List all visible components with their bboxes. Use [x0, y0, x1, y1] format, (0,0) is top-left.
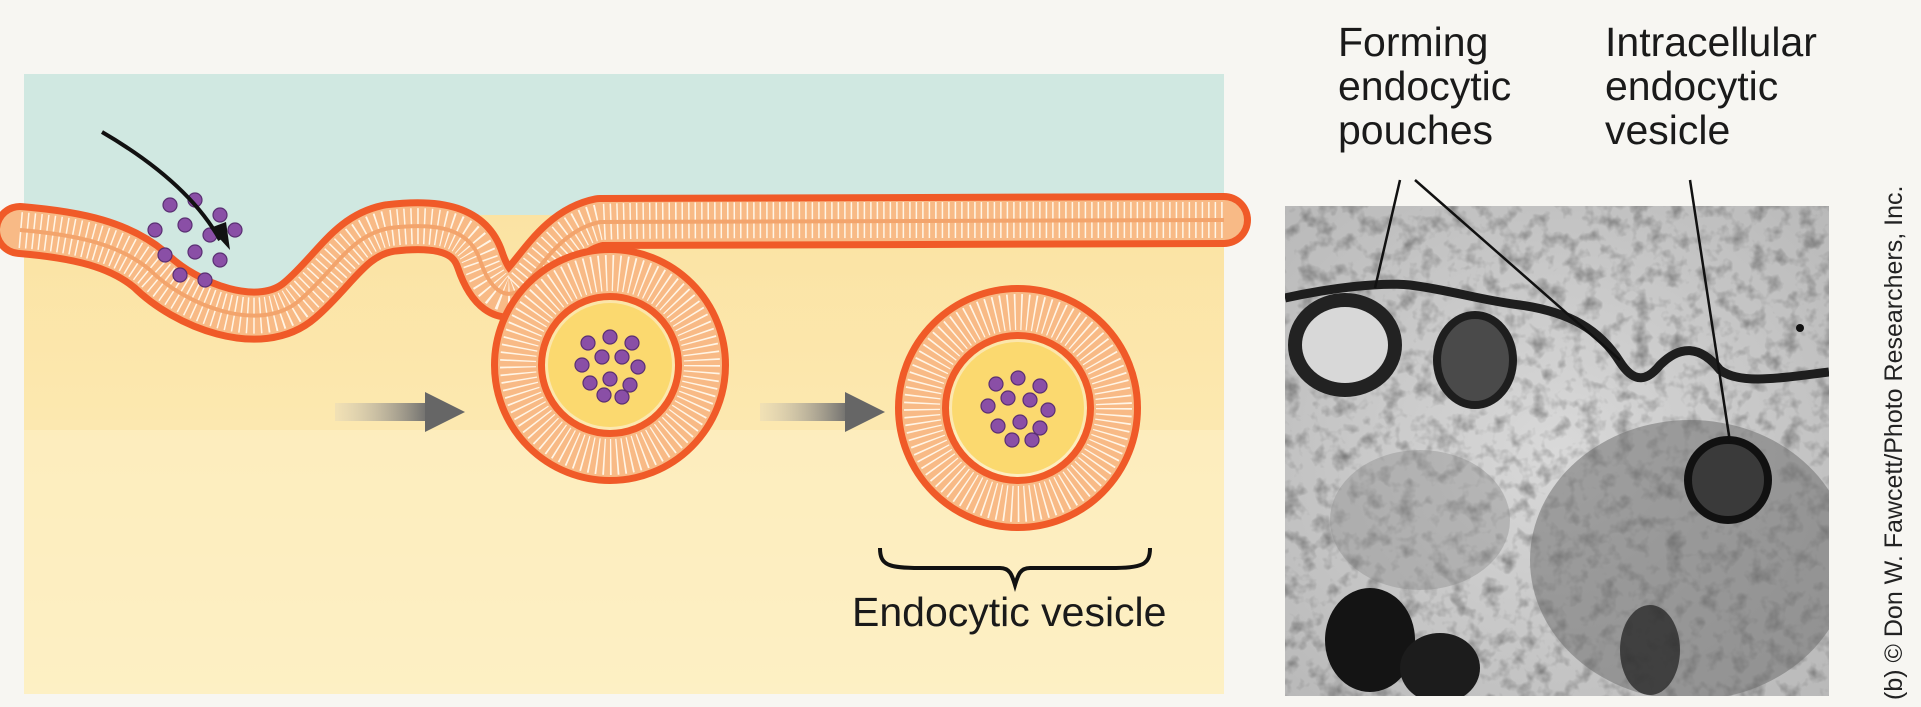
particle	[989, 377, 1003, 391]
particle	[1041, 403, 1055, 417]
particle	[1001, 391, 1015, 405]
particle	[163, 198, 177, 212]
forming-pouch-2	[1437, 315, 1513, 405]
particle	[981, 399, 995, 413]
particle	[148, 223, 162, 237]
electron-micrograph	[1285, 206, 1850, 703]
particle	[1025, 433, 1039, 447]
forming-pouch-1	[1295, 300, 1395, 390]
particle	[1033, 379, 1047, 393]
particle	[1013, 415, 1027, 429]
particle	[603, 330, 617, 344]
forming-pouches-label-line-3: pouches	[1338, 108, 1511, 152]
particle	[583, 376, 597, 390]
intracellular-vesicle	[1688, 440, 1768, 520]
particle	[1011, 371, 1025, 385]
particle	[581, 336, 595, 350]
particle	[158, 248, 172, 262]
particle	[615, 350, 629, 364]
particle	[198, 273, 212, 287]
particle	[603, 372, 617, 386]
forming-pouches-label-line-2: endocytic	[1338, 64, 1511, 108]
particle	[173, 268, 187, 282]
particle	[213, 253, 227, 267]
forming-pouches-label: Forming endocytic pouches	[1338, 20, 1511, 152]
photo-credit: (b) © Don W. Fawcett/Photo Researchers, …	[1880, 186, 1909, 700]
intracellular-vesicle-label: Intracellular endocytic vesicle	[1605, 20, 1817, 152]
particle	[991, 419, 1005, 433]
particle	[178, 218, 192, 232]
particle	[615, 390, 629, 404]
intracellular-vesicle-label-line-1: Intracellular	[1605, 20, 1817, 64]
particle	[625, 336, 639, 350]
particle	[631, 360, 645, 374]
particle	[595, 350, 609, 364]
endocytic-vesicle-label: Endocytic vesicle	[852, 590, 1166, 634]
particle	[623, 378, 637, 392]
particle	[1033, 421, 1047, 435]
particle	[228, 223, 242, 237]
particle	[213, 208, 227, 222]
intracellular-vesicle-label-line-2: endocytic	[1605, 64, 1817, 108]
particle	[188, 245, 202, 259]
intracellular-vesicle-label-line-3: vesicle	[1605, 108, 1817, 152]
particle	[575, 358, 589, 372]
particle	[1005, 433, 1019, 447]
particle	[1023, 393, 1037, 407]
forming-pouches-label-line-1: Forming	[1338, 20, 1511, 64]
particle	[597, 388, 611, 402]
